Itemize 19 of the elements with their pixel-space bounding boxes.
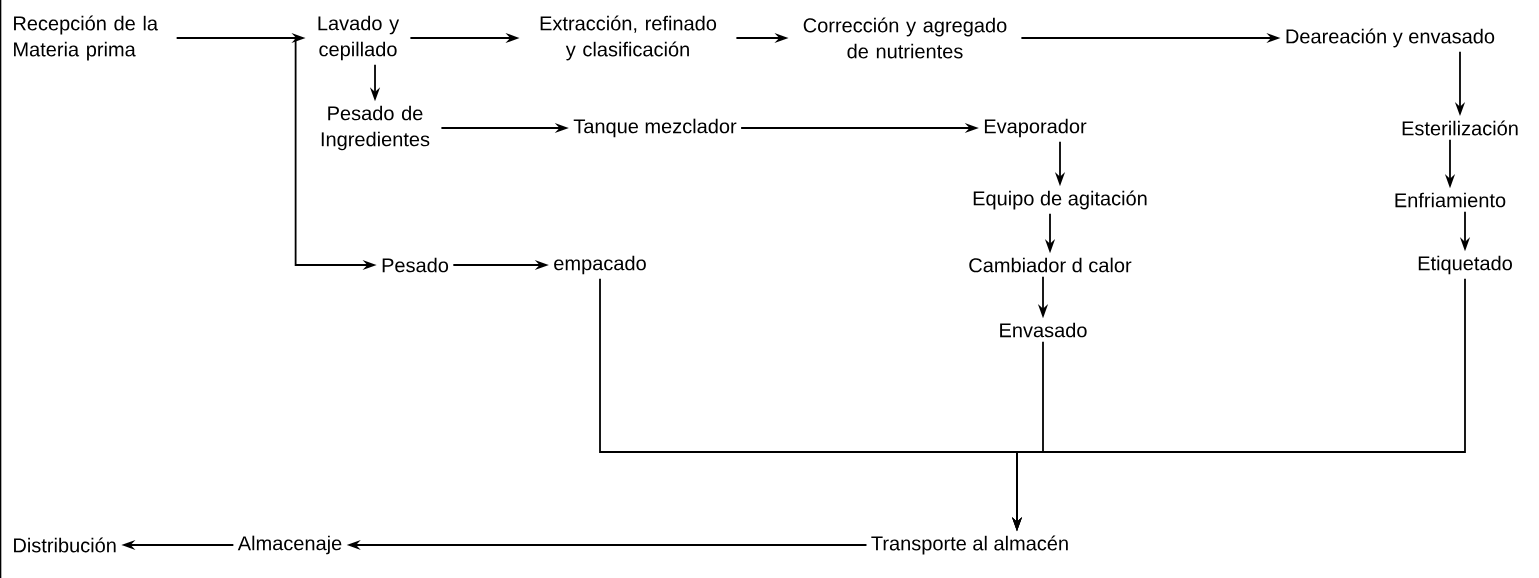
step-label: Pesado de Ingredientes bbox=[321, 105, 430, 151]
step-label: Almacenaje bbox=[237, 535, 342, 555]
step-label: Distribución bbox=[14, 537, 116, 553]
step-label: Transporte al almacén bbox=[871, 535, 1068, 555]
step-label: Equipo de agitación bbox=[973, 190, 1147, 210]
step-label: Extracción, refinado y clasificación bbox=[540, 15, 717, 61]
step-label: Esterilización bbox=[1402, 120, 1518, 136]
step-label: Tanque mezclador bbox=[573, 118, 737, 138]
step-label: Deareación y envasado bbox=[1286, 28, 1495, 48]
step-label: Pesado bbox=[382, 257, 449, 273]
step-label: Enfriamiento bbox=[1395, 192, 1506, 208]
step-label: empacado bbox=[554, 255, 646, 275]
step-label: Lavado y cepillado bbox=[318, 15, 400, 61]
step-label: Evaporador bbox=[984, 118, 1087, 138]
step-label: Envasado bbox=[1000, 322, 1087, 338]
step-label: Corrección y agregado de nutrientes bbox=[803, 17, 1007, 59]
step-label: Recepción de la Materia prima bbox=[14, 15, 159, 61]
step-label: Cambiador d calor bbox=[969, 257, 1132, 273]
step-label: Etiquetado bbox=[1418, 255, 1512, 275]
